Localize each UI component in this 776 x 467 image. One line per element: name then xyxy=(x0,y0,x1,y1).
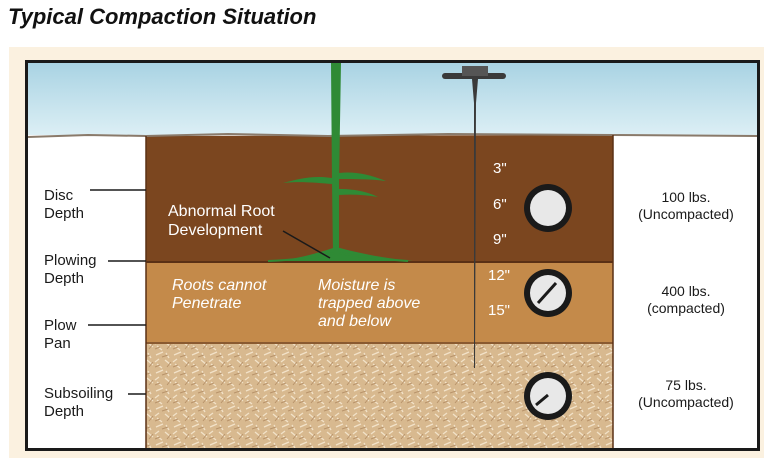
label-subsoiling-line2: Depth xyxy=(44,403,85,420)
text-abnormal-line1: Abnormal Root xyxy=(168,203,275,220)
depth-mark-6: 6" xyxy=(493,196,507,213)
diagram-frame: Disc Depth Plowing Depth Plow Pan Subsoi… xyxy=(9,47,764,458)
text-roots-line1: Roots cannot xyxy=(172,277,267,294)
depth-mark-12: 12" xyxy=(488,267,511,284)
text-abnormal-root: Abnormal Root Development xyxy=(168,202,275,240)
gauge-400 xyxy=(524,269,572,317)
label-plowing-depth: Plowing Depth xyxy=(44,252,97,288)
ground-surface xyxy=(28,132,757,138)
leaf-left xyxy=(283,176,332,184)
leader-root xyxy=(282,230,331,259)
gauge-75 xyxy=(524,372,572,420)
probe-gauge xyxy=(462,66,488,76)
text-abnormal-line2: Development xyxy=(168,222,263,239)
root-spread xyxy=(267,252,409,262)
label-plowing-line2: Depth xyxy=(44,270,85,287)
ground-right xyxy=(613,135,757,448)
pressure-middle: 400 lbs. (compacted) xyxy=(622,283,750,317)
depth-mark-15: 15" xyxy=(488,302,511,319)
text-moisture-line3: and below xyxy=(318,313,391,330)
label-plowing-line1: Plowing xyxy=(44,252,97,269)
text-moisture-line1: Moisture is xyxy=(318,277,396,294)
text-moisture-line2: trapped above xyxy=(318,295,421,312)
depth-mark-3: 3" xyxy=(493,160,507,177)
pressure-top-state: (Uncompacted) xyxy=(638,206,734,222)
pressure-bottom-value: 75 lbs. xyxy=(665,377,707,393)
diagram-panel: Disc Depth Plowing Depth Plow Pan Subsoi… xyxy=(25,60,760,451)
pressure-top: 100 lbs. (Uncompacted) xyxy=(622,189,750,223)
label-subsoiling-depth: Subsoiling Depth xyxy=(44,385,113,421)
label-disc-line1: Disc xyxy=(44,187,74,204)
pressure-bottom: 75 lbs. (Uncompacted) xyxy=(622,377,750,411)
soil-diagram xyxy=(28,63,757,448)
page-title: Typical Compaction Situation xyxy=(8,4,317,29)
plant-stem xyxy=(331,63,341,253)
text-roots-cannot: Roots cannot Penetrate xyxy=(172,277,266,313)
text-roots-line2: Penetrate xyxy=(172,295,242,312)
leaf-right-2 xyxy=(339,189,378,197)
depth-mark-9: 9" xyxy=(493,231,507,248)
label-disc-depth: Disc Depth xyxy=(44,187,84,223)
pressure-bottom-state: (Uncompacted) xyxy=(638,394,734,410)
label-plow-pan: Plow Pan xyxy=(44,317,77,353)
ground-left xyxy=(28,135,146,448)
pressure-middle-state: (compacted) xyxy=(647,300,725,316)
text-moisture: Moisture is trapped above and below xyxy=(318,277,420,331)
gauge-100 xyxy=(524,184,572,232)
label-plow-pan-line2: Pan xyxy=(44,335,71,352)
topsoil-layer xyxy=(146,135,613,262)
probe-shaft xyxy=(472,79,478,368)
pressure-top-value: 100 lbs. xyxy=(661,189,711,205)
label-subsoiling-line1: Subsoiling xyxy=(44,385,114,402)
label-plow-pan-line1: Plow xyxy=(44,317,77,334)
pressure-middle-value: 400 lbs. xyxy=(661,283,711,299)
leaf-right xyxy=(339,172,386,181)
sky xyxy=(28,63,757,135)
label-disc-line2: Depth xyxy=(44,205,85,222)
